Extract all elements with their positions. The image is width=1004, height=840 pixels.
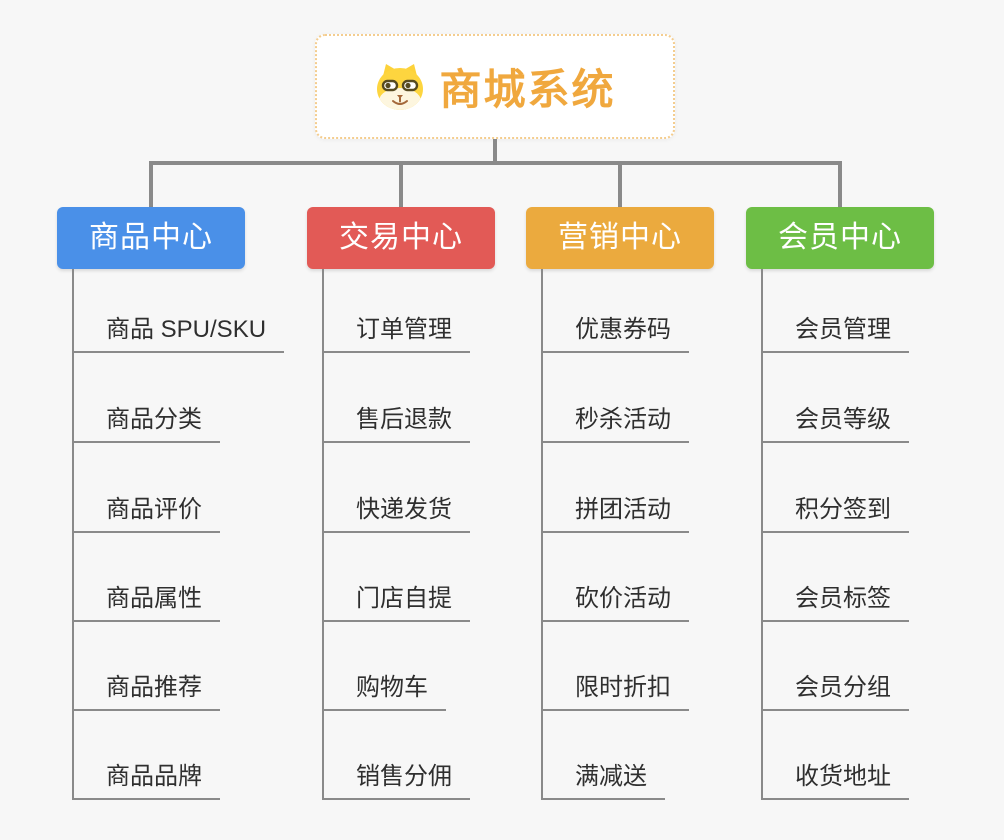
connector-trunk [322, 269, 324, 800]
leaf-topic[interactable]: 购物车 [322, 673, 446, 711]
root-topic-label: 商城系统 [439, 66, 616, 113]
connector-root-drop [493, 139, 497, 163]
leaf-topic[interactable]: 商品评价 [72, 495, 220, 533]
leaf-topic[interactable]: 限时折扣 [541, 673, 689, 711]
connector-drop-product [149, 161, 153, 207]
leaf-topic[interactable]: 会员等级 [761, 405, 909, 443]
root-topic[interactable]: 商城系统 [315, 34, 675, 139]
leaf-topic[interactable]: 满减送 [541, 762, 665, 800]
connector-bus [149, 161, 841, 165]
connector-trunk [541, 269, 543, 800]
leaf-topic[interactable]: 订单管理 [322, 315, 470, 353]
leaf-topic[interactable]: 秒杀活动 [541, 405, 689, 443]
leaf-topic[interactable]: 收货地址 [761, 762, 909, 800]
leaf-topic[interactable]: 快递发货 [322, 495, 470, 533]
connector-trunk [761, 269, 763, 800]
branch-topic-trade-center[interactable]: 交易中心 [307, 207, 495, 269]
dog-face-icon [377, 64, 424, 110]
leaf-topic[interactable]: 会员分组 [761, 673, 909, 711]
branch-children-product: 商品 SPU/SKU 商品分类 商品评价 商品属性 商品推荐 商品品牌 [72, 269, 312, 800]
leaf-topic[interactable]: 门店自提 [322, 584, 470, 622]
leaf-topic[interactable]: 会员标签 [761, 584, 909, 622]
branch-children-trade: 订单管理 售后退款 快递发货 门店自提 购物车 销售分佣 [322, 269, 562, 800]
leaf-topic[interactable]: 商品 SPU/SKU [72, 315, 285, 353]
connector-trunk [72, 269, 74, 800]
leaf-topic[interactable]: 商品分类 [72, 405, 220, 443]
connector-drop-member [838, 161, 842, 207]
leaf-topic[interactable]: 售后退款 [322, 405, 470, 443]
branch-topic-marketing-center[interactable]: 营销中心 [526, 207, 714, 269]
connector-drop-marketing [618, 161, 622, 207]
leaf-topic[interactable]: 会员管理 [761, 315, 909, 353]
leaf-topic[interactable]: 销售分佣 [322, 762, 470, 800]
leaf-topic[interactable]: 积分签到 [761, 495, 909, 533]
leaf-topic[interactable]: 优惠券码 [541, 315, 689, 353]
leaf-topic[interactable]: 商品推荐 [72, 673, 220, 711]
leaf-topic[interactable]: 砍价活动 [541, 584, 689, 622]
branch-children-marketing: 优惠券码 秒杀活动 拼团活动 砍价活动 限时折扣 满减送 [541, 269, 781, 800]
connector-drop-trade [399, 161, 403, 207]
branch-topic-member-center[interactable]: 会员中心 [746, 207, 934, 269]
leaf-topic[interactable]: 拼团活动 [541, 495, 689, 533]
branch-topic-product-center[interactable]: 商品中心 [57, 207, 245, 269]
leaf-topic[interactable]: 商品品牌 [72, 762, 220, 800]
leaf-topic[interactable]: 商品属性 [72, 584, 220, 622]
branch-children-member: 会员管理 会员等级 积分签到 会员标签 会员分组 收货地址 [761, 269, 1001, 800]
